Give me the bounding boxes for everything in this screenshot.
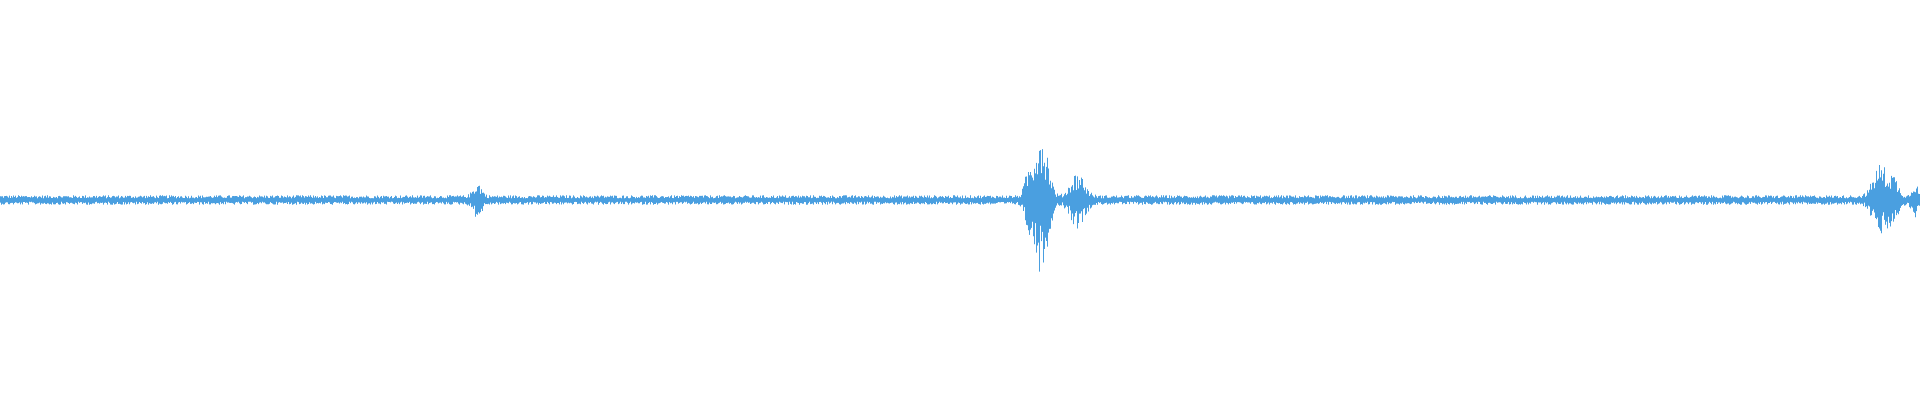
waveform-trace bbox=[0, 149, 1920, 272]
waveform-path bbox=[0, 149, 1920, 272]
